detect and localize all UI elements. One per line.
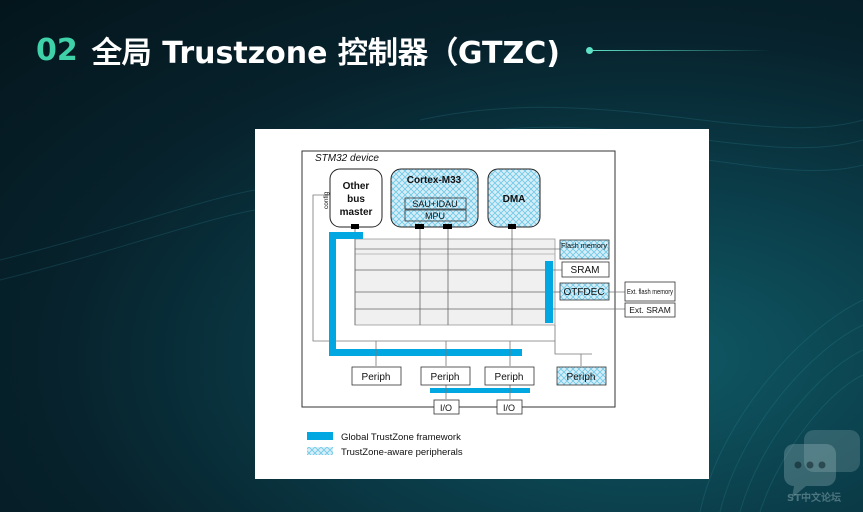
ext-flash-block xyxy=(624,281,676,302)
ext-flash-label: Ext. flash memory xyxy=(627,287,673,296)
mpu-label: MPU xyxy=(425,211,445,221)
sau-label: SAU+IDAU xyxy=(412,199,457,209)
port-cortex-1 xyxy=(415,224,424,229)
sram-block xyxy=(561,261,610,278)
bus-matrix xyxy=(354,238,556,326)
slide-number: 02 xyxy=(36,32,78,68)
legend-framework-label: Global TrustZone framework xyxy=(341,432,461,443)
config-line xyxy=(312,194,555,342)
periph-block-3 xyxy=(484,366,535,386)
otfdec-block xyxy=(559,282,610,301)
ext-sram-label: Ext. SRAM xyxy=(629,305,671,315)
periph-label-1: Periph xyxy=(362,372,391,383)
device-label: STM32 device xyxy=(315,153,379,164)
legend-aware-swatch xyxy=(307,447,333,455)
port-cortex-2 xyxy=(443,224,452,229)
legend-framework-swatch xyxy=(307,432,333,440)
io-label-2: I/O xyxy=(503,403,515,413)
io-block-1 xyxy=(433,399,460,415)
other-master-line-3: master xyxy=(340,207,373,218)
watermark-text: ST中文论坛 xyxy=(787,493,842,504)
cortex-label: Cortex-M33 xyxy=(407,175,462,186)
periph-label-3: Periph xyxy=(495,372,524,383)
io-label-1: I/O xyxy=(440,403,452,413)
otfdec-label: OTFDEC xyxy=(563,287,604,298)
periph-label-4: Periph xyxy=(567,372,596,383)
periph-block-aware xyxy=(556,366,607,386)
legend-aware-label: TrustZone-aware peripherals xyxy=(341,447,463,458)
sau-idau-block xyxy=(404,197,467,210)
periph-block-1 xyxy=(351,366,402,386)
mpu-block xyxy=(404,209,467,222)
title-ornament-dot xyxy=(586,47,593,54)
title-ornament-line xyxy=(590,50,770,51)
config-label: config xyxy=(323,191,330,209)
gtzc-diagram: STM32 device config Oth xyxy=(301,150,676,458)
io-block-2 xyxy=(496,399,523,415)
periph-label-2: Periph xyxy=(431,372,460,383)
port-dma xyxy=(508,224,516,229)
slide-title: 02 全局 Trustzone 控制器（GTZC) xyxy=(36,28,560,72)
trustzone-framework-bars xyxy=(329,232,553,393)
other-master-line-2: bus xyxy=(347,194,365,205)
port-other xyxy=(351,224,359,229)
dma-label: DMA xyxy=(503,194,526,205)
flash-memory-block xyxy=(559,239,610,260)
ext-sram-block xyxy=(624,302,676,318)
gtzc-diagram-panel: STM32 device config Oth xyxy=(255,129,709,479)
forum-watermark-icon xyxy=(784,430,860,498)
slide-title-text: 全局 Trustzone 控制器（GTZC) xyxy=(91,36,560,71)
flash-memory-label: Flash memory xyxy=(561,241,607,250)
other-master-line-1: Other xyxy=(343,181,370,192)
sram-label: SRAM xyxy=(571,265,600,276)
periph-block-2 xyxy=(420,366,471,386)
